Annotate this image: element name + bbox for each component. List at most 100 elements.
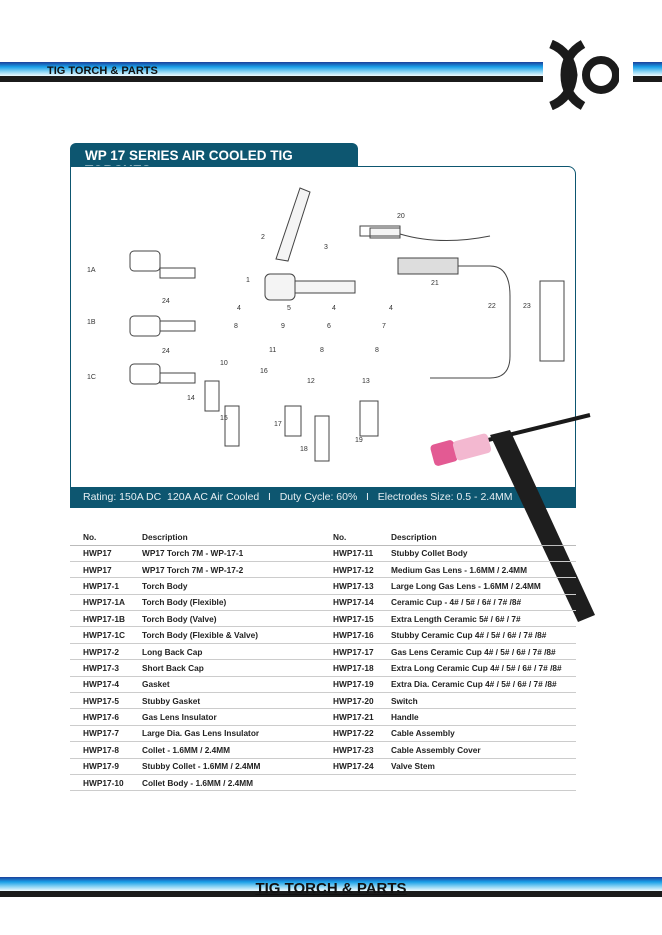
- diagram-callout: 24: [162, 348, 170, 355]
- col-header-no: No.: [320, 530, 378, 546]
- part-description: WP17 Torch 7M - WP-17-1: [129, 545, 320, 562]
- diagram-callout: 9: [281, 323, 285, 330]
- part-number: HWP17: [70, 561, 129, 579]
- part-number: HWP17-1A: [70, 594, 129, 612]
- part-description: Torch Body (Flexible & Valve): [129, 626, 320, 644]
- col-header-no: No.: [70, 530, 129, 546]
- diagram-callout: 4: [237, 305, 241, 312]
- diagram-callout: 1: [246, 277, 250, 284]
- diagram-callout: 10: [220, 360, 228, 367]
- part-description: Stubby Collet Body: [378, 545, 576, 562]
- diagram-callout: 1B: [87, 319, 96, 326]
- part-description: Ceramic Cup - 4# / 5# / 6# / 7# /8#: [378, 594, 576, 612]
- part-description: Short Back Cap: [129, 659, 320, 677]
- part-description: Stubby Gasket: [129, 692, 320, 710]
- diagram-callout: 17: [274, 421, 282, 428]
- parts-diagram: [129, 187, 565, 462]
- part-number: HWP17-17: [320, 643, 378, 661]
- diagram-callout: 8: [320, 347, 324, 354]
- part-description: Switch: [378, 692, 576, 710]
- part-description: Medium Gas Lens - 1.6MM / 2.4MM: [378, 561, 576, 579]
- part-number: HWP17-5: [70, 692, 129, 710]
- part-number: HWP17-9: [70, 758, 129, 775]
- diagram-callout: 15: [220, 415, 228, 422]
- part-number: HWP17-14: [320, 594, 378, 612]
- footer-title: TIG TORCH & PARTS: [255, 880, 407, 897]
- part-number: HWP17-18: [320, 659, 378, 677]
- diagram-callout: 7: [382, 323, 386, 330]
- header-band: [0, 62, 662, 82]
- diagram-callout: 24: [162, 298, 170, 305]
- diagram-callout: 1C: [87, 374, 96, 381]
- rating-bar: Rating: 150A DC 120A AC Air Cooled I Dut…: [70, 487, 576, 508]
- part-number: HWP17-7: [70, 725, 129, 743]
- diagram-callout: 12: [307, 378, 315, 385]
- part-description: Stubby Collet - 1.6MM / 2.4MM: [129, 758, 320, 775]
- col-header-description: Description: [129, 530, 320, 546]
- part-description: [378, 774, 576, 792]
- part-number: [320, 774, 378, 792]
- footer-band: [0, 877, 662, 897]
- diagram-callout: 23: [523, 303, 531, 310]
- part-description: Stubby Ceramic Cup 4# / 5# / 6# / 7# /8#: [378, 626, 576, 644]
- diagram-callout: 5: [287, 305, 291, 312]
- diagram-callout: 20: [397, 213, 405, 220]
- part-description: Large Dia. Gas Lens Insulator: [129, 725, 320, 743]
- part-number: HWP17-10: [70, 774, 129, 792]
- part-description: Collet Body - 1.6MM / 2.4MM: [129, 774, 320, 792]
- part-number: HWP17-20: [320, 692, 378, 710]
- part-number: HWP17-1: [70, 577, 129, 595]
- part-description: Extra Length Ceramic 5# / 6# / 7#: [378, 610, 576, 628]
- diagram-callout: 13: [362, 378, 370, 385]
- part-number: HWP17-8: [70, 741, 129, 759]
- part-description: Cable Assembly: [378, 725, 576, 743]
- part-number: HWP17-21: [320, 708, 378, 726]
- part-number: HWP17-2: [70, 643, 129, 661]
- diagram-callout: 19: [355, 437, 363, 444]
- part-description: Valve Stem: [378, 758, 576, 775]
- part-description: Torch Body (Flexible): [129, 594, 320, 612]
- part-number: HWP17-12: [320, 561, 378, 579]
- part-number: HWP17-15: [320, 610, 378, 628]
- diagram-callout: 3: [324, 244, 328, 251]
- part-number: HWP17-4: [70, 676, 129, 694]
- diagram-callout: 14: [187, 395, 195, 402]
- part-number: HWP17-24: [320, 758, 378, 775]
- diagram-callout: 1A: [87, 267, 96, 274]
- part-description: Collet - 1.6MM / 2.4MM: [129, 741, 320, 759]
- part-description: Extra Long Ceramic Cup 4# / 5# / 6# / 7#…: [378, 659, 576, 677]
- diagram-callout: 6: [327, 323, 331, 330]
- col-header-description: Description: [378, 530, 576, 546]
- part-number: HWP17-22: [320, 725, 378, 743]
- part-number: HWP17-6: [70, 708, 129, 726]
- diagram-callout: 11: [269, 347, 277, 354]
- part-description: Extra Dia. Ceramic Cup 4# / 5# / 6# / 7#…: [378, 676, 576, 694]
- diagram-callout: 21: [431, 280, 439, 287]
- part-number: HWP17-1B: [70, 610, 129, 628]
- diagram-callout: 18: [300, 446, 308, 453]
- part-description: Gasket: [129, 676, 320, 694]
- diagram-callout: 22: [488, 303, 496, 310]
- part-number: HWP17-23: [320, 741, 378, 759]
- part-number: HWP17-1C: [70, 626, 129, 644]
- part-description: Gas Lens Insulator: [129, 708, 320, 726]
- diagram-callout: 8: [375, 347, 379, 354]
- diagram-callout: 2: [261, 234, 265, 241]
- part-number: HWP17-13: [320, 577, 378, 595]
- part-description: Torch Body (Valve): [129, 610, 320, 628]
- part-description: Large Long Gas Lens - 1.6MM / 2.4MM: [378, 577, 576, 595]
- diagram-callout: 4: [332, 305, 336, 312]
- diagram-callout: 8: [234, 323, 238, 330]
